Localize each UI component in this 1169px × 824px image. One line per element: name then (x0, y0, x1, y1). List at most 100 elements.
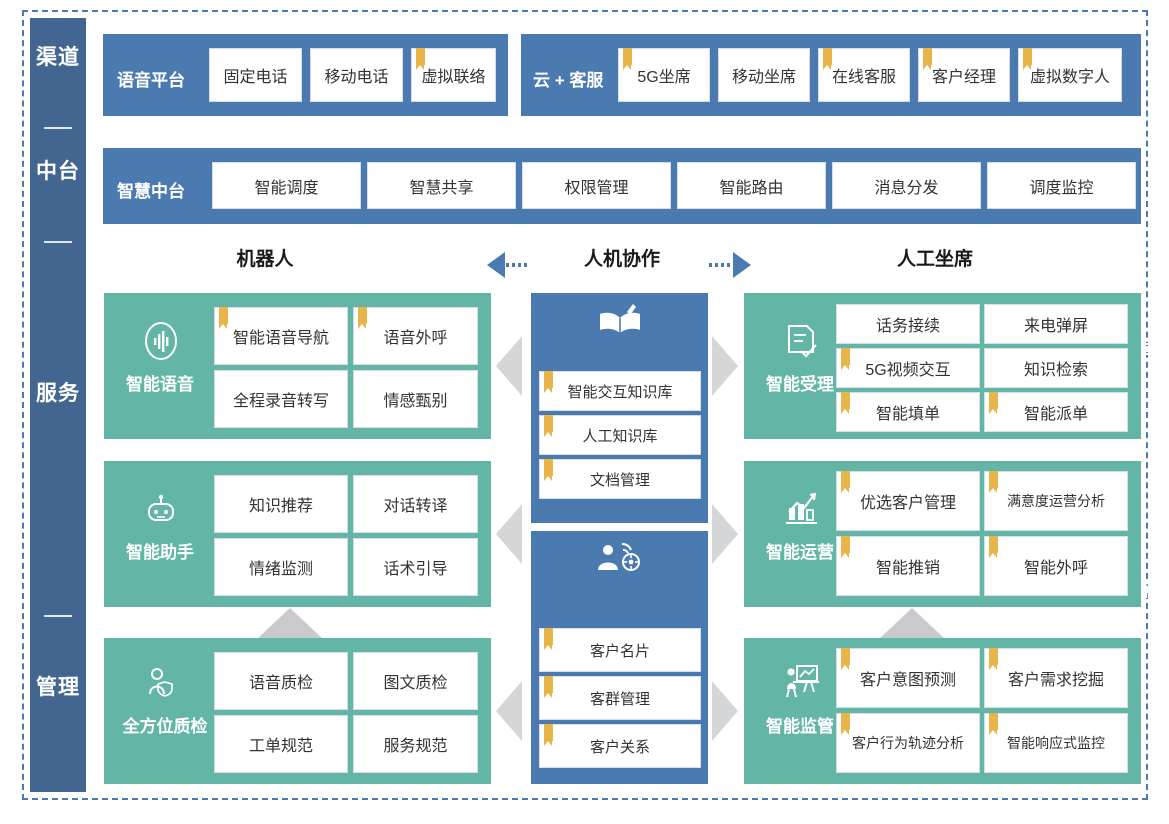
ribbon-marker-icon (841, 536, 850, 558)
cell-label: 智能语音导航 (232, 330, 329, 347)
chevron-left-icon-voice (496, 336, 522, 396)
cell-label: 工单规范 (248, 738, 313, 755)
channel-item-virtual-human[interactable]: 虚拟数字人 (1018, 48, 1122, 102)
cell-label: 客户关系 (589, 738, 650, 756)
operation-item-satisfaction-analysis[interactable]: 满意度运营分析 (984, 471, 1128, 531)
ribbon-marker-icon (416, 48, 425, 70)
smart-assistant-item-knowledge-rec[interactable]: 知识推荐 (214, 475, 348, 533)
quality-item-ticket-standard[interactable]: 工单规范 (214, 715, 348, 773)
cell-label: 全程录音转写 (232, 393, 329, 410)
ribbon-marker-icon (841, 713, 850, 735)
arrow-up-icon-left (258, 608, 322, 638)
quality-item-voice-qc[interactable]: 语音质检 (214, 652, 348, 710)
midplatform-item-dispatch-monitor[interactable]: 调度监控 (987, 162, 1136, 209)
channel-panel-voice-title: 语音平台 (117, 71, 185, 90)
acceptance-item-smart-dispatch-order[interactable]: 智能派单 (984, 392, 1128, 432)
knowledge-item-doc-management[interactable]: 文档管理 (539, 459, 701, 499)
smart-voice-item-navigation[interactable]: 智能语音导航 (214, 307, 348, 365)
operation-item-smart-outbound[interactable]: 智能外呼 (984, 536, 1128, 596)
robot-icon (138, 486, 184, 537)
cell-label: 对话转译 (383, 498, 448, 515)
ribbon-marker-icon (989, 392, 998, 414)
ribbon-marker-icon (544, 676, 553, 698)
smart-voice-item-outbound[interactable]: 语音外呼 (353, 307, 478, 365)
acceptance-item-5g-video[interactable]: 5G视频交互 (836, 348, 980, 388)
chevron-left-icon-quality (496, 681, 522, 741)
ribbon-marker-icon (989, 648, 998, 670)
ribbon-marker-icon (1023, 48, 1032, 70)
chevron-left-icon-assistant (496, 504, 522, 564)
smart-voice-item-recording[interactable]: 全程录音转写 (214, 370, 348, 428)
midplatform-item-smart-sharing[interactable]: 智慧共享 (367, 162, 516, 209)
rail-label-channel: 渠道 (36, 46, 80, 69)
cell-label: 知识推荐 (248, 498, 313, 515)
chevron-right-icon-operation (712, 504, 738, 564)
eco-item-customer-card[interactable]: 客户名片 (539, 628, 701, 672)
cell-label: 智能交互知识库 (567, 383, 673, 401)
midplatform-title: 智慧中台 (117, 182, 185, 201)
cell-label: 客户意图预测 (859, 672, 956, 689)
cell-label: 语音质检 (248, 675, 313, 692)
cell-label: 优选客户管理 (859, 495, 956, 512)
chevron-right-icon-supervision (712, 681, 738, 741)
rail-label-midplatform: 中台 (36, 160, 80, 183)
channel-item-account-manager[interactable]: 客户经理 (918, 48, 1010, 102)
knowledge-item-interactive-kb[interactable]: 智能交互知识库 (539, 371, 701, 411)
operation-item-preferred-customer[interactable]: 优选客户管理 (836, 471, 980, 531)
cell-label: 移动坐席 (731, 69, 796, 86)
ribbon-marker-icon (989, 471, 998, 493)
channel-item-mobile-phone[interactable]: 移动电话 (310, 48, 403, 102)
rail-label-service: 服务 (36, 382, 80, 405)
acceptance-item-call-connection[interactable]: 话务接续 (836, 304, 980, 344)
ribbon-marker-icon (841, 348, 850, 370)
quality-item-text-qc[interactable]: 图文质检 (353, 652, 478, 710)
cell-label: 客户名片 (589, 642, 650, 660)
group-smart-supervision-label: 智能监管 (766, 717, 834, 736)
midplatform-item-permission[interactable]: 权限管理 (522, 162, 671, 209)
smart-voice-item-emotion[interactable]: 情感甄别 (353, 370, 478, 428)
rail-label-management: 管理 (36, 676, 80, 699)
cell-label: 虚拟联络 (421, 69, 486, 86)
acceptance-item-knowledge-search[interactable]: 知识检索 (984, 348, 1128, 388)
channel-item-online-service[interactable]: 在线客服 (818, 48, 910, 102)
cell-label: 权限管理 (564, 179, 629, 197)
channel-item-virtual-contact[interactable]: 虚拟联络 (411, 48, 496, 102)
cell-label: 智慧共享 (409, 179, 474, 197)
channel-item-fixed-phone[interactable]: 固定电话 (209, 48, 302, 102)
midplatform-item-smart-dispatch[interactable]: 智能调度 (212, 162, 361, 209)
supervision-item-behavior-analysis[interactable]: 客户行为轨迹分析 (836, 713, 980, 773)
cell-label: 移动电话 (324, 69, 389, 86)
cell-label: 智能调度 (254, 179, 319, 197)
column-header-human-agent: 人工坐席 (896, 249, 973, 270)
channel-item-5g-seat[interactable]: 5G坐席 (618, 48, 710, 102)
knowledge-item-manual-kb[interactable]: 人工知识库 (539, 415, 701, 455)
eco-item-customer-group[interactable]: 客群管理 (539, 676, 701, 720)
operation-item-smart-marketing[interactable]: 智能推销 (836, 536, 980, 596)
cell-label: 知识检索 (1023, 362, 1088, 379)
acceptance-item-screen-pop[interactable]: 来电弹屏 (984, 304, 1128, 344)
acceptance-item-smart-form[interactable]: 智能填单 (836, 392, 980, 432)
cell-label: 客户需求挖掘 (1007, 672, 1104, 689)
smart-assistant-item-dialog-translate[interactable]: 对话转译 (353, 475, 478, 533)
ribbon-marker-icon (989, 536, 998, 558)
ribbon-marker-icon (841, 392, 850, 414)
eco-item-customer-relation[interactable]: 客户关系 (539, 724, 701, 768)
arrow-right-icon (733, 252, 751, 278)
column-header-robot: 机器人 (236, 249, 294, 270)
supervision-item-demand-mining[interactable]: 客户需求挖掘 (984, 648, 1128, 708)
ribbon-marker-icon (544, 371, 553, 393)
rail-divider-2 (44, 241, 72, 243)
supervision-item-intent-prediction[interactable]: 客户意图预测 (836, 648, 980, 708)
midplatform-item-smart-routing[interactable]: 智能路由 (677, 162, 826, 209)
smart-assistant-item-script-guide[interactable]: 话术引导 (353, 538, 478, 596)
supervision-item-responsive-monitor[interactable]: 智能响应式监控 (984, 713, 1128, 773)
smart-assistant-item-emotion-monitor[interactable]: 情绪监测 (214, 538, 348, 596)
cell-label: 调度监控 (1029, 179, 1094, 197)
channel-panel-cloud-title: 云 + 客服 (533, 71, 604, 90)
rail-section-channel: 渠道 (30, 46, 86, 70)
quality-item-service-standard[interactable]: 服务规范 (353, 715, 478, 773)
midplatform-item-message-dispatch[interactable]: 消息分发 (832, 162, 981, 209)
channel-item-mobile-seat[interactable]: 移动坐席 (718, 48, 810, 102)
cell-label: 情绪监测 (248, 561, 313, 578)
